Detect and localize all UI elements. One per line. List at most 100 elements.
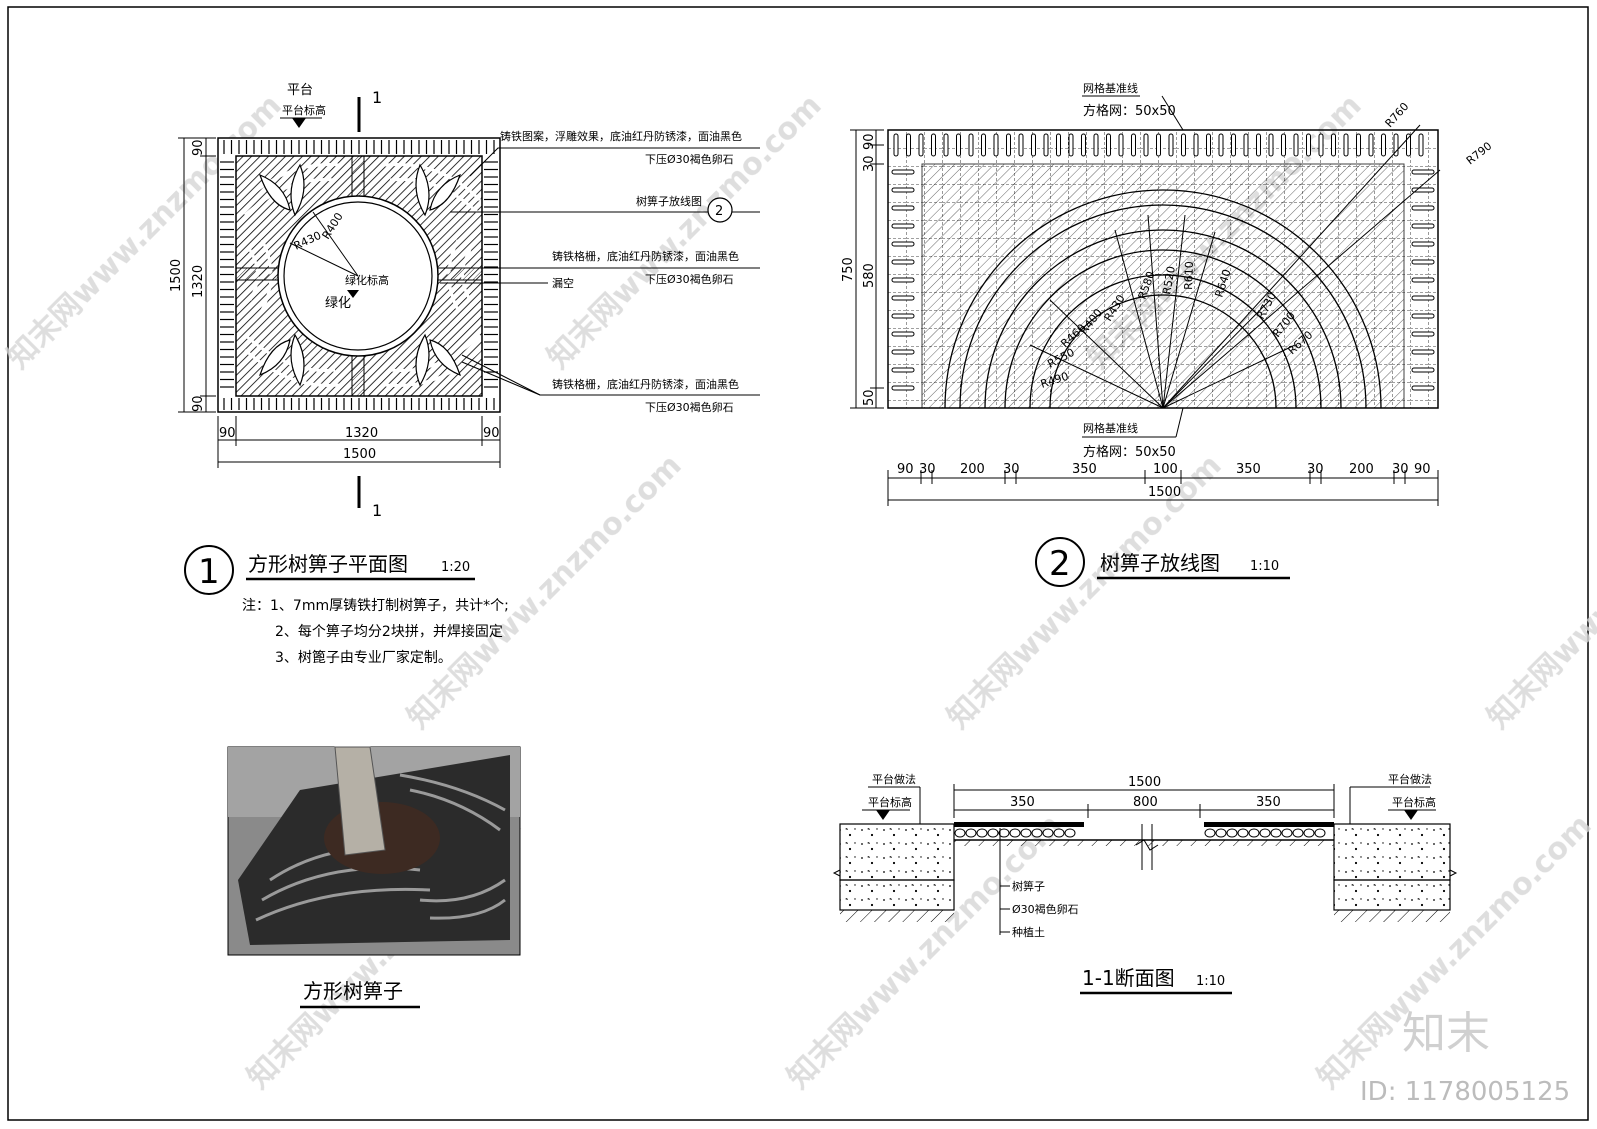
green-level-label: 绿化标高 [345,273,389,287]
plan-drawing: R400 R430 绿化标高 绿化 平台 平台标高 1 1 90 1320 90… [169,83,760,666]
grid-spec-bottom: 方格网：50x50 [1083,444,1176,460]
layout-dim-bottom: 30 [1003,462,1020,477]
border-slot [1411,349,1435,355]
border-slot [1006,133,1011,157]
brand-id: ID: 1178005125 [1360,1077,1570,1107]
pavement-base-left [839,879,955,911]
layout-drawing: R760 R790 R580 R520 R610 R640 R430 R400 … [841,81,1494,587]
plan-dim-bottom-total: 1500 [343,447,376,462]
border-slot [891,187,915,193]
section-layer-label: 种植土 [1012,925,1045,939]
border-slot [1411,169,1435,175]
section-method-left: 平台做法 [872,772,916,786]
layout-dim-left: 30 [862,155,877,172]
pebble [1064,828,1076,838]
section-drawing: 树箅子 Ø30褐色卵石 种植土 1500 350 800 350 平台做法 平台… [832,772,1458,995]
plan-leaf-ornaments [259,163,461,387]
layout-title-number-circle [1035,537,1085,587]
platform-level-label: 平台标高 [282,103,326,117]
section-level-left: 平台标高 [868,795,912,809]
pebble [1248,828,1260,838]
border-slot [1106,133,1111,157]
layout-dim-left: 580 [862,263,877,288]
level-marker [876,810,890,820]
border-slot [1318,133,1324,157]
border-slot [1156,133,1161,157]
grid-base-line-bottom: 网格基准线 [1083,421,1138,435]
border-slot [1411,205,1435,211]
border-slot [1068,133,1074,157]
border-slot [1206,133,1211,157]
border-slot [1411,295,1435,301]
border-slot [1411,259,1435,265]
layout-arcs [944,189,1382,409]
pebble [1303,828,1315,838]
plan-callout-line1: 铸铁图案，浮雕效果，底油红丹防锈漆，面油黑色 [500,129,742,143]
layout-dim-bottom: 350 [1072,462,1097,477]
border-slot [891,349,915,355]
pavement-top-right [1333,823,1451,881]
layout-dim-left-total: 750 [841,257,856,282]
border-slot [993,133,999,157]
planting-soil [954,840,1334,846]
section-method-right: 平台做法 [1388,772,1432,786]
label-leader [1175,407,1184,438]
platform-label: 平台 [287,83,313,98]
pebble [1042,828,1054,838]
border-slot [1081,133,1086,157]
border-slot [891,259,915,265]
plan-title: 方形树箅子平面图 [248,552,408,576]
green-label: 绿化 [325,296,351,311]
layout-dims-bottom [887,470,1439,506]
border-slot [1331,133,1336,157]
photo-caption: 方形树箅子 [303,979,403,1003]
border-slot [981,133,986,157]
border-slot [1411,331,1435,337]
layout-dim-bottom: 30 [1307,462,1324,477]
layout-radius-label: R760 [1383,100,1412,130]
border-slot [1411,367,1435,373]
break-mark [832,869,841,877]
border-slot [1143,133,1149,157]
layout-dim-bottom: 200 [960,462,985,477]
section-dim: 800 [1133,795,1158,810]
border-slot [1193,133,1199,157]
pebble [1020,828,1032,838]
plan-dims-bottom [217,416,501,468]
border-slot [968,133,974,157]
layer-leaders [999,828,1010,935]
border-slot [891,331,915,337]
border-slot [1343,133,1349,157]
border-slot [891,169,915,175]
sheet-border [7,6,1589,1121]
pavement-top-left [839,823,955,881]
section-title: 1-1断面图 [1082,966,1175,990]
border-slot [1031,133,1036,157]
border-slot [1131,133,1136,157]
pavement-base-right [1333,879,1451,911]
earth-left [840,910,954,922]
border-slot [931,133,936,157]
plan-note: 2、每个箅子均分2块拼，并焊接固定 [275,623,503,640]
border-slot [918,133,924,157]
pebble [965,828,977,838]
border-slot [1093,133,1099,157]
watermark-text: 知末网www.znzmo.com [1481,448,1597,736]
border-slot [1243,133,1249,157]
layout-title-number: 2 [1049,544,1071,584]
pebble [1009,828,1021,838]
plan-callout-line1: 漏空 [552,276,574,290]
border-slot [1256,133,1261,157]
plan-dim-left: 90 [191,139,206,156]
border-slot [1018,133,1024,157]
border-slot [1056,133,1061,157]
layout-title: 树箅子放线图 [1100,551,1220,575]
plan-scale: 1:20 [441,560,470,575]
break-mark [1449,869,1458,877]
layout-radius-label: R520 [1160,265,1178,295]
photo-trunk [334,746,386,856]
watermark-text: 知末网www.znzmo.com [941,448,1229,736]
layout-dims-left [850,129,884,409]
layout-dim-bottom: 30 [919,462,936,477]
plan-dim-left: 90 [191,395,206,412]
